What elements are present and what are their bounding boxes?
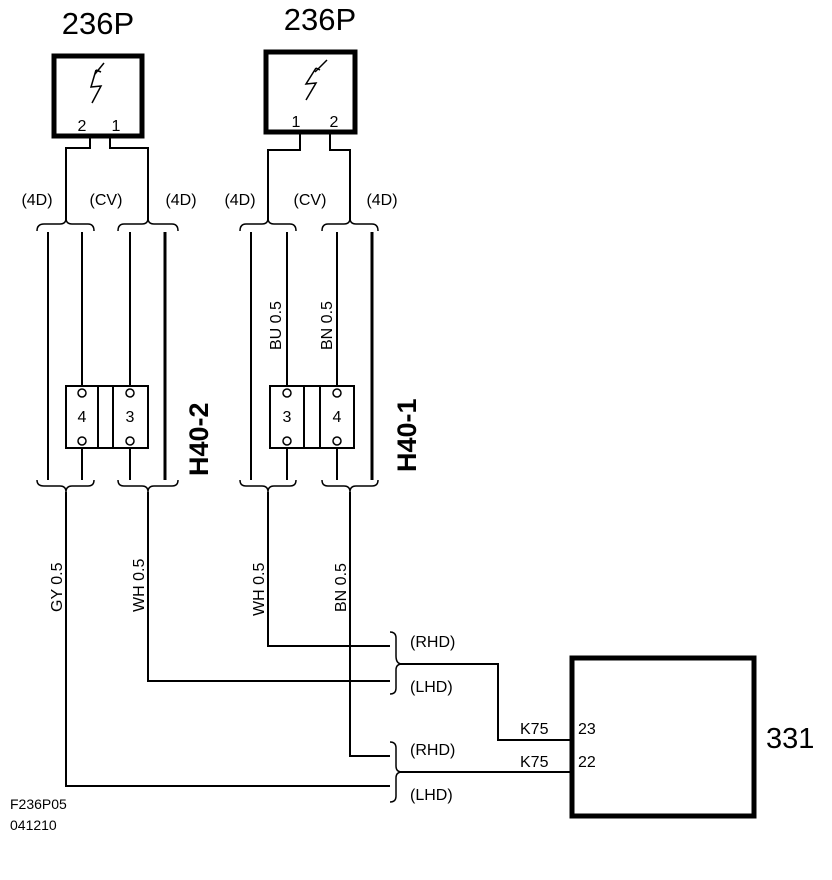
module-331: 331 K75 23 K75 22 — [520, 655, 814, 819]
wire-label-wh-left: WH 0.5 — [131, 559, 148, 612]
module-pin-23: 23 — [578, 721, 596, 738]
variant-4d-2: (4D) — [165, 192, 196, 209]
lightning-icon — [89, 62, 105, 104]
sensor-right: 236P 1 2 — [263, 2, 358, 135]
h40-2-pin-4: 4 — [78, 409, 87, 426]
figure-code: F236P05 — [10, 796, 67, 812]
module-label: 331 — [766, 723, 814, 755]
bottom-braces — [36, 479, 379, 493]
sensor-left-box — [51, 53, 145, 139]
lightning-icon — [304, 59, 328, 101]
bottom-wires — [65, 492, 572, 787]
wire-label-bn-top: BN 0.5 — [319, 301, 336, 350]
sensor-right-box — [263, 49, 358, 135]
sensor-left-pin-2: 2 — [78, 118, 87, 135]
drive-lhd-1: (LHD) — [410, 679, 453, 696]
connector-h40-1-label: H40-1 — [392, 398, 422, 472]
sensor-left-pin-1: 1 — [112, 118, 121, 135]
module-pin-22-connector: K75 — [520, 754, 549, 771]
module-pin-22: 22 — [578, 754, 596, 771]
module-box — [569, 655, 757, 819]
variant-cv-1: (CV) — [90, 192, 123, 209]
sensor-right-label: 236P — [284, 2, 356, 37]
variant-4d-1: (4D) — [21, 192, 52, 209]
variant-labels: (4D) (CV) (4D) (4D) (CV) (4D) — [21, 192, 397, 209]
drive-lhd-2: (LHD) — [410, 787, 453, 804]
h40-1-pin-4: 4 — [333, 409, 342, 426]
wire-label-gy: GY 0.5 — [49, 562, 66, 612]
sensor-right-pin-1: 1 — [292, 114, 301, 131]
sensor-left-label: 236P — [62, 6, 134, 41]
variant-cv-2: (CV) — [294, 192, 327, 209]
wire-label-bn-bottom: BN 0.5 — [333, 563, 350, 612]
module-pin-23-connector: K75 — [520, 721, 549, 738]
top-braces — [36, 217, 379, 232]
h40-1-pin-3: 3 — [283, 409, 292, 426]
sensor-stubs — [65, 134, 351, 220]
wire-label-bu: BU 0.5 — [268, 301, 285, 350]
variant-4d-4: (4D) — [366, 192, 397, 209]
variant-4d-3: (4D) — [224, 192, 255, 209]
drive-rhd-2: (RHD) — [410, 742, 455, 759]
h40-2-pin-3: 3 — [126, 409, 135, 426]
sensor-left: 236P 2 1 — [51, 6, 145, 139]
connector-h40-2-label: H40-2 — [184, 402, 214, 476]
drive-braces — [389, 631, 403, 803]
wire-label-wh-right: WH 0.5 — [251, 563, 268, 616]
figure-date: 041210 — [10, 817, 57, 833]
connector-h40-1: 3 4 H40-1 — [269, 385, 422, 472]
drive-rhd-1: (RHD) — [410, 634, 455, 651]
connector-h40-2: 4 3 H40-2 — [65, 385, 214, 476]
sensor-right-pin-2: 2 — [330, 114, 339, 131]
